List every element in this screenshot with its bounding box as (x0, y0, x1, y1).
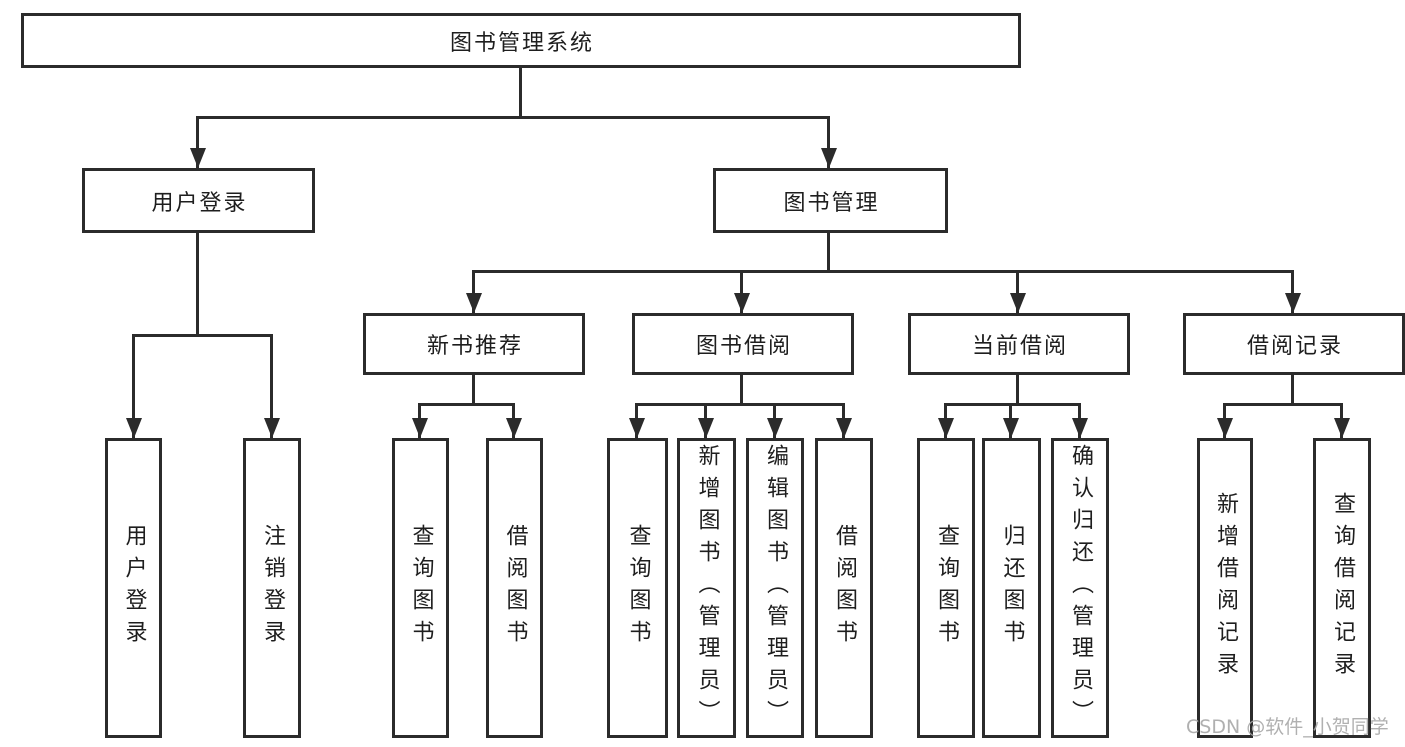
leaf-return-books: 归还图书 (982, 438, 1041, 738)
node-user-login: 用户登录 (82, 168, 315, 233)
edge-line (270, 334, 273, 438)
arrowhead-icon (264, 418, 280, 438)
arrowhead-icon (698, 418, 714, 438)
edge-line (132, 334, 135, 438)
leaf-query-borrow-record-label: 查询借阅记录 (1330, 492, 1355, 684)
leaf-user-login-label: 用户登录 (121, 524, 147, 652)
arrowhead-icon (1217, 418, 1233, 438)
leaf-add-borrow-record-label: 新增借阅记录 (1213, 492, 1238, 684)
arrowhead-icon (190, 148, 206, 168)
node-library-system: 图书管理系统 (21, 13, 1021, 68)
arrowhead-icon (1003, 418, 1019, 438)
arrowhead-icon (466, 293, 482, 313)
arrowhead-icon (126, 418, 142, 438)
arrowhead-icon (1285, 293, 1301, 313)
leaf-query-books-3: 查询图书 (917, 438, 975, 738)
edge-line (635, 403, 845, 406)
edge-line (472, 270, 1294, 273)
node-book-borrowing-label: 图书借阅 (695, 334, 792, 359)
arrowhead-icon (767, 418, 783, 438)
node-borrowing-records: 借阅记录 (1183, 313, 1405, 375)
edge-line (519, 65, 522, 118)
node-book-management-label: 图书管理 (783, 190, 880, 216)
leaf-confirm-return-admin: 确认归还（管理员） (1051, 438, 1109, 738)
node-current-borrowing: 当前借阅 (908, 313, 1130, 375)
arrowhead-icon (1334, 418, 1350, 438)
leaf-return-books-label: 归还图书 (999, 524, 1025, 652)
leaf-query-books-1: 查询图书 (392, 438, 449, 738)
leaf-query-borrow-record: 查询借阅记录 (1313, 438, 1371, 738)
edge-line (196, 116, 830, 119)
node-current-borrowing-label: 当前借阅 (971, 334, 1068, 359)
leaf-add-books-admin: 新增图书（管理员） (677, 438, 736, 738)
arrowhead-icon (836, 418, 852, 438)
leaf-add-borrow-record: 新增借阅记录 (1197, 438, 1253, 738)
leaf-borrow-books-1: 借阅图书 (486, 438, 543, 738)
edge-line (944, 403, 1081, 406)
leaf-query-books-3-label: 查询图书 (934, 524, 959, 652)
leaf-logout: 注销登录 (243, 438, 301, 738)
edge-line (1291, 270, 1294, 313)
edge-line (827, 231, 830, 273)
leaf-borrow-books-2: 借阅图书 (815, 438, 873, 738)
leaf-borrow-books-1-label: 借阅图书 (502, 524, 528, 652)
leaf-user-login: 用户登录 (105, 438, 162, 738)
edge-line (418, 403, 515, 406)
edge-line (740, 373, 743, 405)
edge-line (132, 334, 273, 337)
node-borrowing-records-label: 借阅记录 (1246, 334, 1343, 359)
leaf-logout-label: 注销登录 (260, 524, 285, 652)
edge-line (1016, 270, 1019, 313)
leaf-confirm-return-admin-label: 确认归还（管理员） (1068, 444, 1093, 732)
arrowhead-icon (506, 418, 522, 438)
leaf-add-books-admin-label: 新增图书（管理员） (694, 444, 720, 732)
node-book-management: 图书管理 (713, 168, 948, 233)
node-book-borrowing: 图书借阅 (632, 313, 854, 375)
arrowhead-icon (629, 418, 645, 438)
arrowhead-icon (734, 293, 750, 313)
watermark: CSDN @软件_小贺同学 (1186, 716, 1389, 738)
arrowhead-icon (938, 418, 954, 438)
leaf-edit-books-admin-label: 编辑图书（管理员） (763, 444, 788, 732)
edge-line (196, 116, 199, 168)
arrowhead-icon (821, 148, 837, 168)
edge-line (196, 231, 199, 336)
leaf-query-books-2: 查询图书 (607, 438, 668, 738)
leaf-borrow-books-2-label: 借阅图书 (832, 524, 857, 652)
edge-line (827, 116, 830, 168)
node-user-login-label: 用户登录 (151, 190, 248, 216)
node-new-book-recommend-label: 新书推荐 (426, 334, 523, 359)
arrowhead-icon (412, 418, 428, 438)
arrowhead-icon (1010, 293, 1026, 313)
node-library-system-label: 图书管理系统 (449, 30, 594, 56)
edge-line (1291, 373, 1294, 405)
node-new-book-recommend: 新书推荐 (363, 313, 585, 375)
edge-line (1223, 403, 1343, 406)
leaf-query-books-1-label: 查询图书 (408, 524, 434, 652)
edge-line (740, 270, 743, 313)
edge-line (472, 270, 475, 313)
arrowhead-icon (1072, 418, 1088, 438)
edge-line (472, 373, 475, 405)
leaf-query-books-2-label: 查询图书 (625, 524, 651, 652)
edge-line (1016, 373, 1019, 405)
leaf-edit-books-admin: 编辑图书（管理员） (746, 438, 804, 738)
